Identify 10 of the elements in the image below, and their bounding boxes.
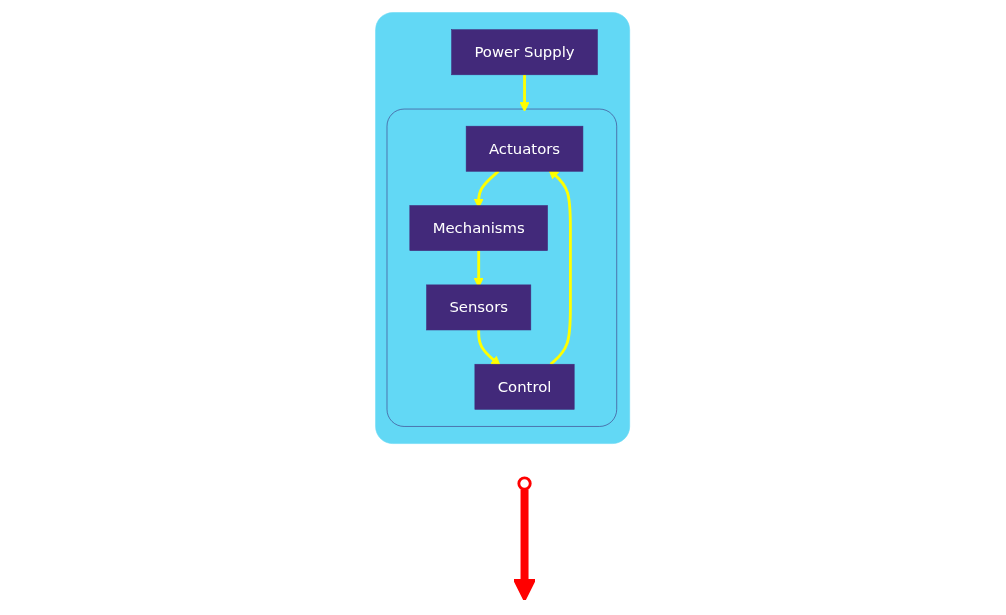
node-box: Mechanisms [409,204,549,251]
node-box: Sensors [426,284,532,330]
node-circle [517,475,533,491]
arrow [519,74,530,112]
cluster [375,11,631,444]
cluster [387,108,618,427]
node-box: Control [474,363,575,410]
arrow [513,487,537,601]
node-box: Power Supply [451,28,599,75]
node-box: Actuators [466,125,584,172]
